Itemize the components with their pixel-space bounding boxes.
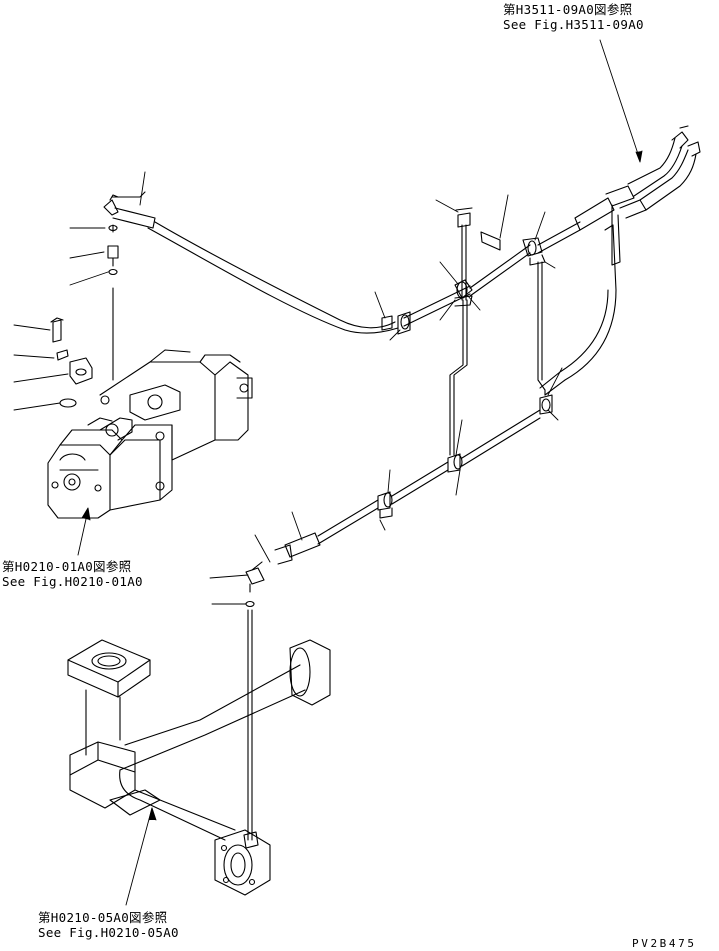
reference-label-fig-h3511: 第H3511-09A0図参照 See Fig.H3511-09A0 xyxy=(503,2,644,32)
reference-en-text: See Fig.H3511-09A0 xyxy=(503,17,644,32)
reference-jp-text: 第H0210-01A0図参照 xyxy=(2,559,132,574)
reference-label-fig-h0210-01: 第H0210-01A0図参照 See Fig.H0210-01A0 xyxy=(2,559,143,589)
upper-hose-line xyxy=(103,125,701,396)
suction-pipe xyxy=(67,639,331,896)
reference-jp-text: 第H0210-05A0図参照 xyxy=(38,910,168,925)
hydraulic-pump xyxy=(47,287,253,519)
drawing-code: PV2B475 xyxy=(632,937,697,950)
lower-hose-line xyxy=(245,499,379,841)
leader-lines xyxy=(13,39,643,906)
reference-jp-text: 第H3511-09A0図参照 xyxy=(503,2,633,17)
reference-label-fig-h0210-05: 第H0210-05A0図参照 See Fig.H0210-05A0 xyxy=(38,910,179,940)
reference-en-text: See Fig.H0210-01A0 xyxy=(2,574,143,589)
clamp-brackets xyxy=(377,207,553,519)
reference-en-text: See Fig.H0210-05A0 xyxy=(38,925,179,940)
